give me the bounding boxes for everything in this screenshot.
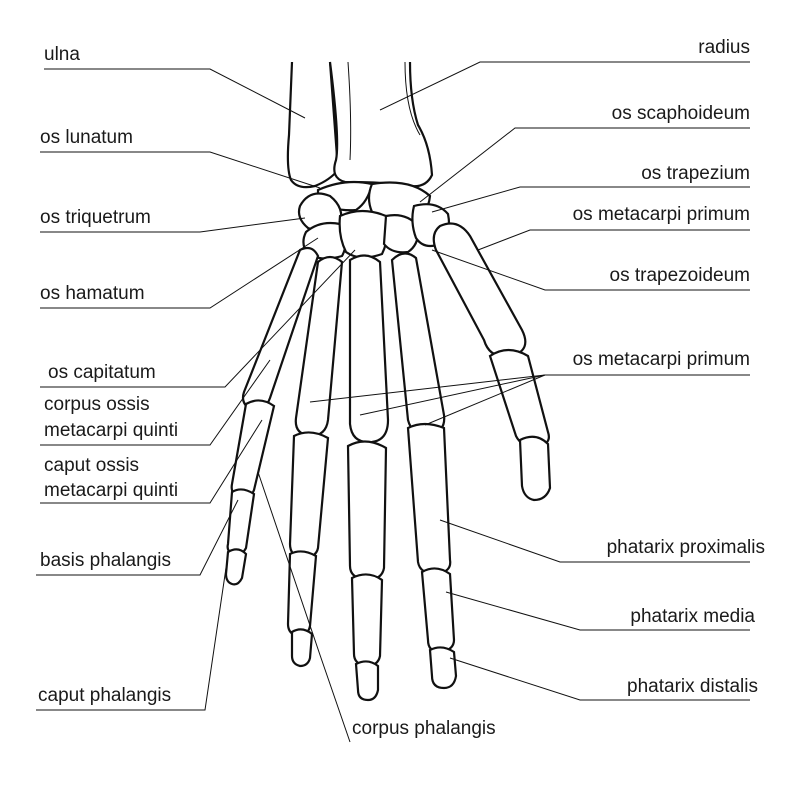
label-radius: radius [698,37,750,58]
index-distal-phalanx [428,646,458,690]
label-os-trapezoideum: os trapezoideum [609,265,750,286]
label-phatarix-proximalis: phatarix proximalis [606,537,765,558]
little-proximal-phalanx [230,399,276,500]
index-finger-bones [390,252,458,690]
thumb-distal-phalanx [518,435,552,502]
label-os-lunatum: os lunatum [40,127,133,148]
label-caput-ossis-line1: caput ossis [44,455,140,476]
ring-distal-phalanx [290,628,314,668]
label-phatarix-distalis: phatarix distalis [627,676,758,697]
label-os-metacarpi-primum-top: os metacarpi primum [572,204,750,225]
little-finger-bones [224,246,320,586]
little-distal-phalanx [224,548,248,586]
radius-bone [328,61,434,188]
thumb-proximal-phalanx [488,348,550,448]
label-os-metacarpi-primum-mid: os metacarpi primum [572,349,750,370]
ring-proximal-phalanx [288,431,330,560]
ring-finger-bones [286,255,344,668]
label-phatarix-media: phatarix media [630,606,755,627]
label-corpus-ossis-line1: corpus ossis [44,394,150,415]
label-os-scaphoideum: os scaphoideum [611,103,750,124]
label-os-capitatum: os capitatum [48,362,156,383]
index-middle-phalanx [420,567,456,654]
label-basis-phalangis: basis phalangis [40,550,171,571]
ring-metacarpal [294,255,344,438]
thumb-metacarpal [432,222,527,358]
middle-distal-phalanx [354,660,380,702]
carpal-bones [297,180,451,260]
ring-middle-phalanx [286,550,318,638]
leader-lines [36,61,750,743]
label-os-trapezium: os trapezium [641,163,750,184]
label-caput-phalangis: caput phalangis [38,685,172,706]
label-caput-ossis-line2: metacarpi quinti [44,480,179,501]
capitate-shape [338,209,389,259]
label-corpus-ossis-line2: metacarpi quinti [44,420,179,441]
label-os-triquetrum: os triquetrum [40,207,151,228]
middle-middle-phalanx [350,573,384,668]
thumb-bones [432,222,552,502]
trapezoid-shape [382,214,420,254]
middle-proximal-phalanx [346,440,388,582]
label-os-hamatum: os hamatum [40,283,145,304]
middle-metacarpal [348,254,390,444]
middle-finger-bones [346,254,390,702]
label-corpus-phalangis: corpus phalangis [352,718,496,739]
ulna-bone [286,61,340,189]
index-proximal-phalanx [406,422,452,576]
index-metacarpal [390,252,446,436]
little-middle-phalanx [226,488,256,556]
label-ulna: ulna [44,44,80,65]
